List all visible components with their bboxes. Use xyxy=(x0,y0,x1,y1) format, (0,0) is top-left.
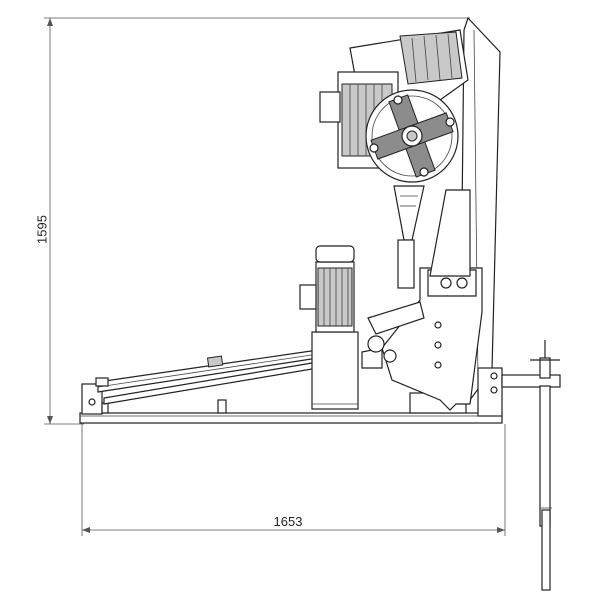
height-dimension-label: 1595 xyxy=(34,215,50,244)
wheel-hub xyxy=(365,89,459,183)
adjustment-post xyxy=(477,340,561,591)
main-column xyxy=(361,16,501,411)
width-dimension-line xyxy=(81,424,506,536)
guide-rail xyxy=(88,349,319,406)
upper-arm xyxy=(393,185,471,289)
height-dimension-line xyxy=(44,17,470,425)
hydraulic-unit xyxy=(299,245,359,410)
width-dimension-label: 1653 xyxy=(273,514,303,529)
